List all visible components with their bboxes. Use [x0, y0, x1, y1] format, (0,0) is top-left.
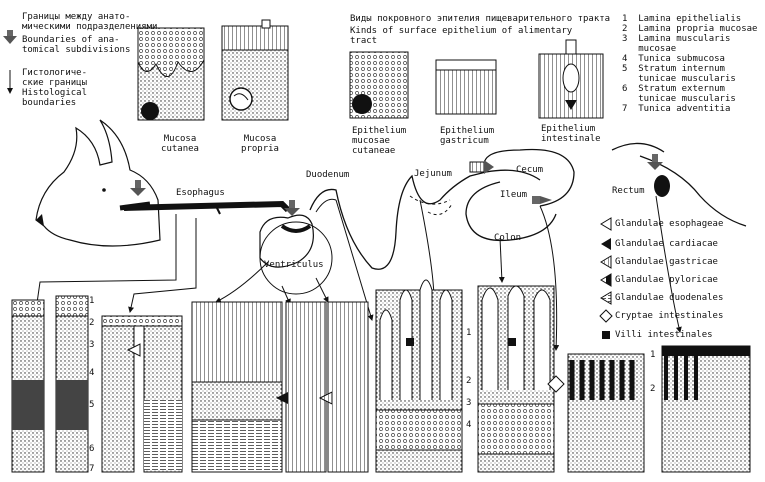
pig-head-illustration [35, 119, 161, 247]
gland-legend-cardiacae: Glandulae cardiacae [615, 239, 718, 249]
layer-num: 1 [89, 296, 95, 306]
layer-num: 7 [89, 464, 95, 474]
gland-legend-esophageae: Glandulae esophageae [615, 219, 724, 229]
layer-item-2: 2 Lamina propria mucosae [622, 24, 758, 34]
gland-legend-cryptae: Cryptae intestinales [615, 311, 724, 321]
layer-num: 3 [466, 398, 472, 408]
layer-num: 2 [650, 384, 656, 394]
section-jejunum [477, 285, 555, 473]
ventriculus-illustration [259, 214, 333, 295]
label-mucosa-propria: Mucosa propria [241, 134, 279, 154]
layer-num: 6 [89, 444, 95, 454]
epithelium-gastricum-panel [435, 59, 497, 115]
section-esophagus-cutanea [11, 295, 89, 473]
legend-histological-ru: Гистологиче- ские границы [22, 68, 88, 88]
layer-num: 4 [466, 420, 472, 430]
section-stomach-fundic [285, 301, 369, 473]
layer-item-7: 7 Tunica adventitia [622, 104, 731, 114]
boundary-marker-esophagus [130, 180, 146, 196]
organ-label-jejunum: Jejunum [414, 169, 452, 179]
organ-label-ventriculus: Ventriculus [264, 260, 324, 270]
layer-num: 2 [89, 318, 95, 328]
cardiac-gland-marker [276, 392, 288, 404]
layer-num: 1 [466, 328, 472, 338]
gastric-gland-marker [318, 391, 333, 405]
section-colon [567, 353, 645, 473]
section-rectum [661, 345, 751, 473]
gland-legend-villi: Villi intestinales [615, 330, 713, 340]
layer-num: 5 [89, 400, 95, 410]
legend-histological-en: Histological boundaries [22, 88, 88, 108]
layer-num: 4 [89, 368, 95, 378]
layer-num: 1 [650, 350, 656, 360]
label-epithelium-intestinale: Epithelium intestinale [541, 124, 601, 144]
esophagus-tube [123, 200, 291, 213]
rectum-tube [639, 155, 747, 227]
section-stomach-cardiac [191, 301, 283, 473]
boundary-marker-stomach [284, 200, 300, 216]
epithelium-intestinale-panel [538, 39, 604, 119]
layer-num: 3 [89, 340, 95, 350]
layer-item-4: 4 Tunica submucosa [622, 54, 725, 64]
organ-label-duodenum: Duodenum [306, 170, 350, 180]
layer-item-3: 3 Lamina muscularis mucosae [622, 34, 731, 54]
epithelium-cutaneae-panel [349, 51, 409, 119]
gland-legend-duodenales: Glandulae duodenales [615, 293, 724, 303]
histological-boundary-icon [7, 70, 13, 94]
cecum-colon-loop [465, 148, 575, 242]
gland-legend-pyloricae: Glandulae pyloricae [615, 275, 718, 285]
anatomical-boundary-icon [3, 30, 17, 44]
section-duodenum [375, 279, 463, 473]
organ-label-colon: Colon [494, 233, 522, 243]
organ-label-ileum: Ileum [500, 190, 528, 200]
organ-label-cecum: Cecum [516, 165, 544, 175]
boundary-marker-ileum [532, 196, 552, 204]
mucosa-cutanea-panel [137, 27, 205, 121]
label-epithelium-cutaneae: Epithelium mucosae cutaneae [352, 126, 407, 156]
section-esophagus-glandular [101, 315, 183, 473]
layer-num: 2 [466, 376, 472, 386]
epithelium-header-ru: Виды покровного эпителия пищеварительног… [350, 14, 611, 24]
layer-item-1: 1 Lamina epithelialis [622, 14, 742, 24]
label-mucosa-cutanea: Mucosa cutanea [161, 134, 199, 154]
connector-lines [33, 195, 682, 351]
crypt-marker [547, 375, 565, 393]
villi-marker-jejunum [508, 338, 516, 346]
epithelium-header-en: Kinds of surface epithelium of alimentar… [350, 26, 573, 46]
mucosa-propria-panel [221, 19, 289, 121]
small-intestine-tube [309, 169, 541, 270]
label-epithelium-gastricum: Epithelium gastricum [440, 126, 495, 146]
legend-anatomical-en: Boundaries of ana- tomical subdivisions [22, 35, 131, 55]
villi-marker-duodenum [406, 338, 414, 346]
boundary-marker-rectum [647, 154, 663, 170]
gland-legend-gastricae: Glandulae gastricae [615, 257, 718, 267]
esophageal-gland-marker [126, 343, 141, 357]
organ-label-esophagus: Esophagus [176, 188, 225, 198]
organ-label-rectum: Rectum [612, 186, 645, 196]
legend-anatomical-ru: Границы между анато- мическими подраздел… [22, 12, 158, 32]
layer-item-5: 5 Stratum internum tunicae muscularis [622, 64, 736, 84]
layer-item-6: 6 Stratum externum tunicae muscularis [622, 84, 736, 104]
gland-legend-symbols [599, 217, 613, 339]
boundary-marker-cecum [469, 160, 494, 174]
